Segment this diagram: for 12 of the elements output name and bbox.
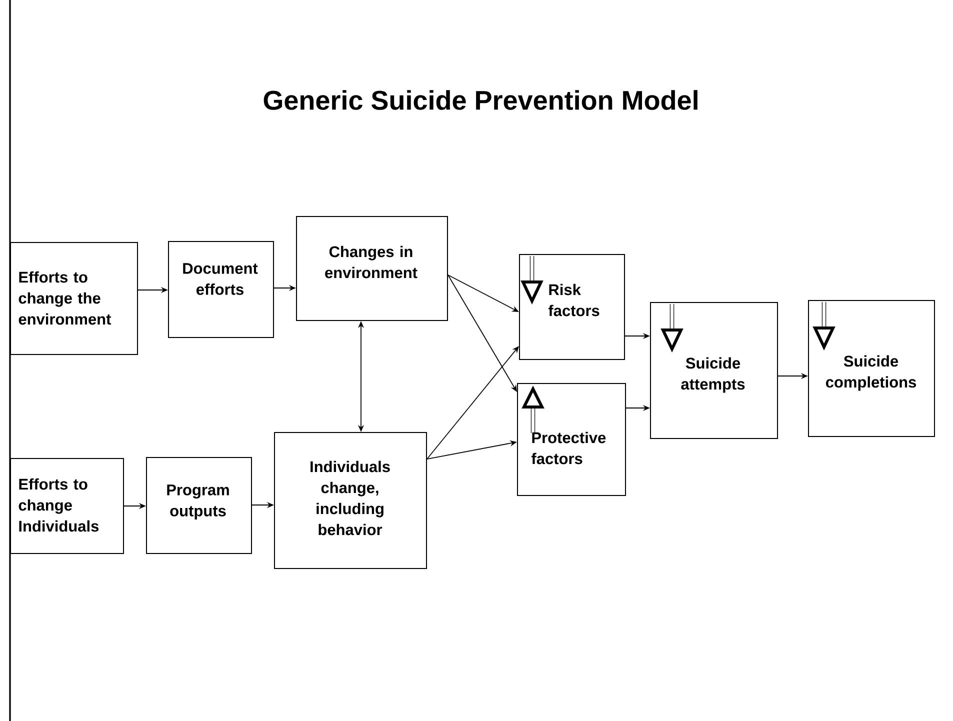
process-box: Suicide completions [808, 300, 935, 437]
process-box: Suicide attempts [650, 302, 778, 439]
process-box: Document efforts [168, 241, 274, 338]
process-box: Changes in environment [296, 216, 448, 321]
process-box: Program outputs [146, 457, 252, 554]
process-box: Efforts to change the environment [10, 242, 138, 355]
title: Generic Suicide Prevention Model [264, 90, 698, 110]
process-box: Efforts to change Individuals [10, 458, 124, 554]
process-box: Protective factors [517, 383, 626, 496]
arrow [426, 346, 519, 460]
process-box: Individuals change, including behavior [274, 432, 427, 569]
process-box: Risk factors [519, 254, 625, 360]
